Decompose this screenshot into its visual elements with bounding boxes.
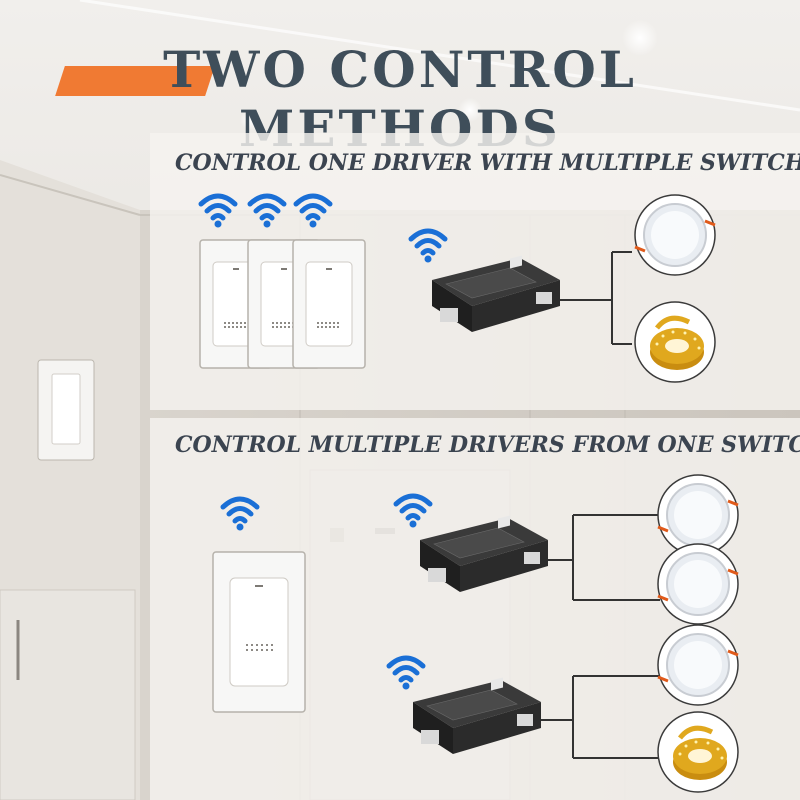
downlight-icon (633, 193, 717, 277)
led-driver-bottom-2 (412, 677, 542, 755)
wifi-icon (201, 196, 235, 228)
wifi-icon (396, 496, 430, 528)
wiring-bottom (541, 514, 660, 759)
switch-panel-large (212, 551, 306, 713)
section-heading-multiple-drivers: CONTROL MULTIPLE DRIVERS FROM ONE SWITCH (175, 432, 800, 458)
wifi-icon (296, 196, 330, 228)
section-heading-multiple-switches: CONTROL ONE DRIVER WITH MULTIPLE SWITCHE… (175, 150, 800, 176)
wiring-top (560, 251, 632, 345)
downlight-icon (656, 542, 740, 626)
wifi-icon (411, 231, 445, 263)
wifi-icon (223, 499, 257, 531)
led-strip-icon (635, 302, 715, 382)
switch-panel-3 (292, 239, 366, 369)
wifi-icon (389, 658, 423, 690)
downlight-icon (656, 473, 740, 557)
led-driver-top (431, 255, 561, 333)
led-driver-bottom-1 (419, 515, 549, 593)
led-strip-icon (658, 712, 738, 792)
wifi-icon (250, 196, 284, 228)
downlight-icon (656, 623, 740, 707)
